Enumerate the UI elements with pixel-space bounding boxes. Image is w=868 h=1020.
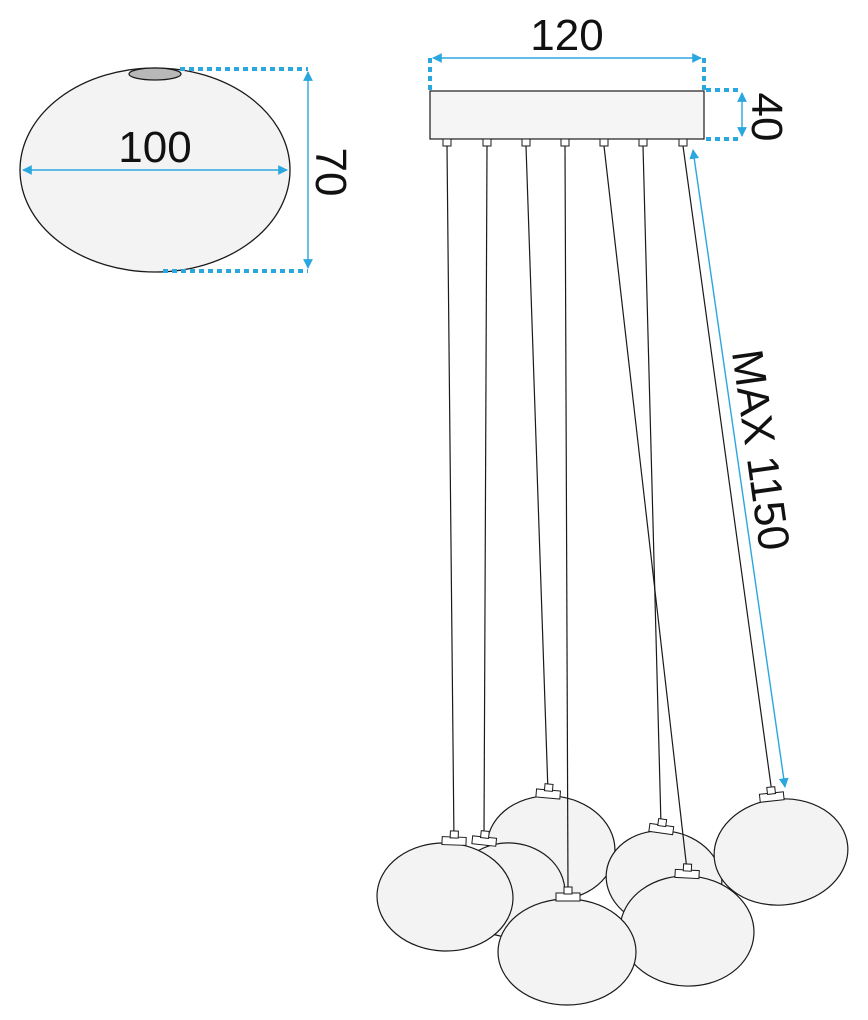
pendant-cable-5 bbox=[446, 145, 455, 844]
canopy-group: 120 40 bbox=[428, 11, 791, 147]
pendant-cap-7 bbox=[563, 886, 573, 895]
canopy-socket-4 bbox=[560, 138, 570, 147]
canopy-socket-1 bbox=[442, 138, 452, 147]
shade-detail: 100 70 bbox=[19, 67, 355, 273]
pendant-cap-1 bbox=[543, 783, 554, 792]
canopy-width-label: 120 bbox=[530, 11, 603, 60]
max-length-label: MAX 1150 bbox=[722, 346, 799, 553]
pendant-cable-4 bbox=[483, 145, 488, 837]
pendant-cable-6 bbox=[603, 145, 688, 871]
pendant-shade-7 bbox=[497, 898, 637, 1006]
max-length-dimension: MAX 1150 bbox=[689, 149, 799, 788]
canopy-height-label: 40 bbox=[742, 93, 791, 142]
ceiling-canopy bbox=[429, 90, 705, 140]
canopy-socket-3 bbox=[521, 138, 531, 147]
canopy-socket-2 bbox=[482, 138, 492, 147]
pendant-lamps bbox=[376, 145, 849, 1006]
pendant-cap-5 bbox=[449, 830, 459, 839]
canopy-cable-sockets bbox=[442, 138, 688, 147]
pendant-cable-7 bbox=[564, 145, 569, 892]
pendant-cable-2 bbox=[642, 145, 662, 826]
max-length-dimension-line bbox=[689, 149, 789, 788]
pendant-cap-2 bbox=[657, 817, 668, 828]
pendant-cable-1 bbox=[525, 145, 549, 793]
shade-width-label: 100 bbox=[118, 123, 191, 172]
canopy-socket-6 bbox=[638, 138, 648, 147]
canopy-socket-7 bbox=[678, 138, 688, 147]
shade-height-label: 70 bbox=[306, 148, 355, 197]
pendant-cap-4 bbox=[479, 830, 490, 839]
canopy-socket-5 bbox=[599, 138, 609, 147]
pendant-cap-3 bbox=[766, 786, 777, 795]
pendant-cap-6 bbox=[682, 863, 693, 872]
shade-top-opening bbox=[128, 67, 182, 81]
